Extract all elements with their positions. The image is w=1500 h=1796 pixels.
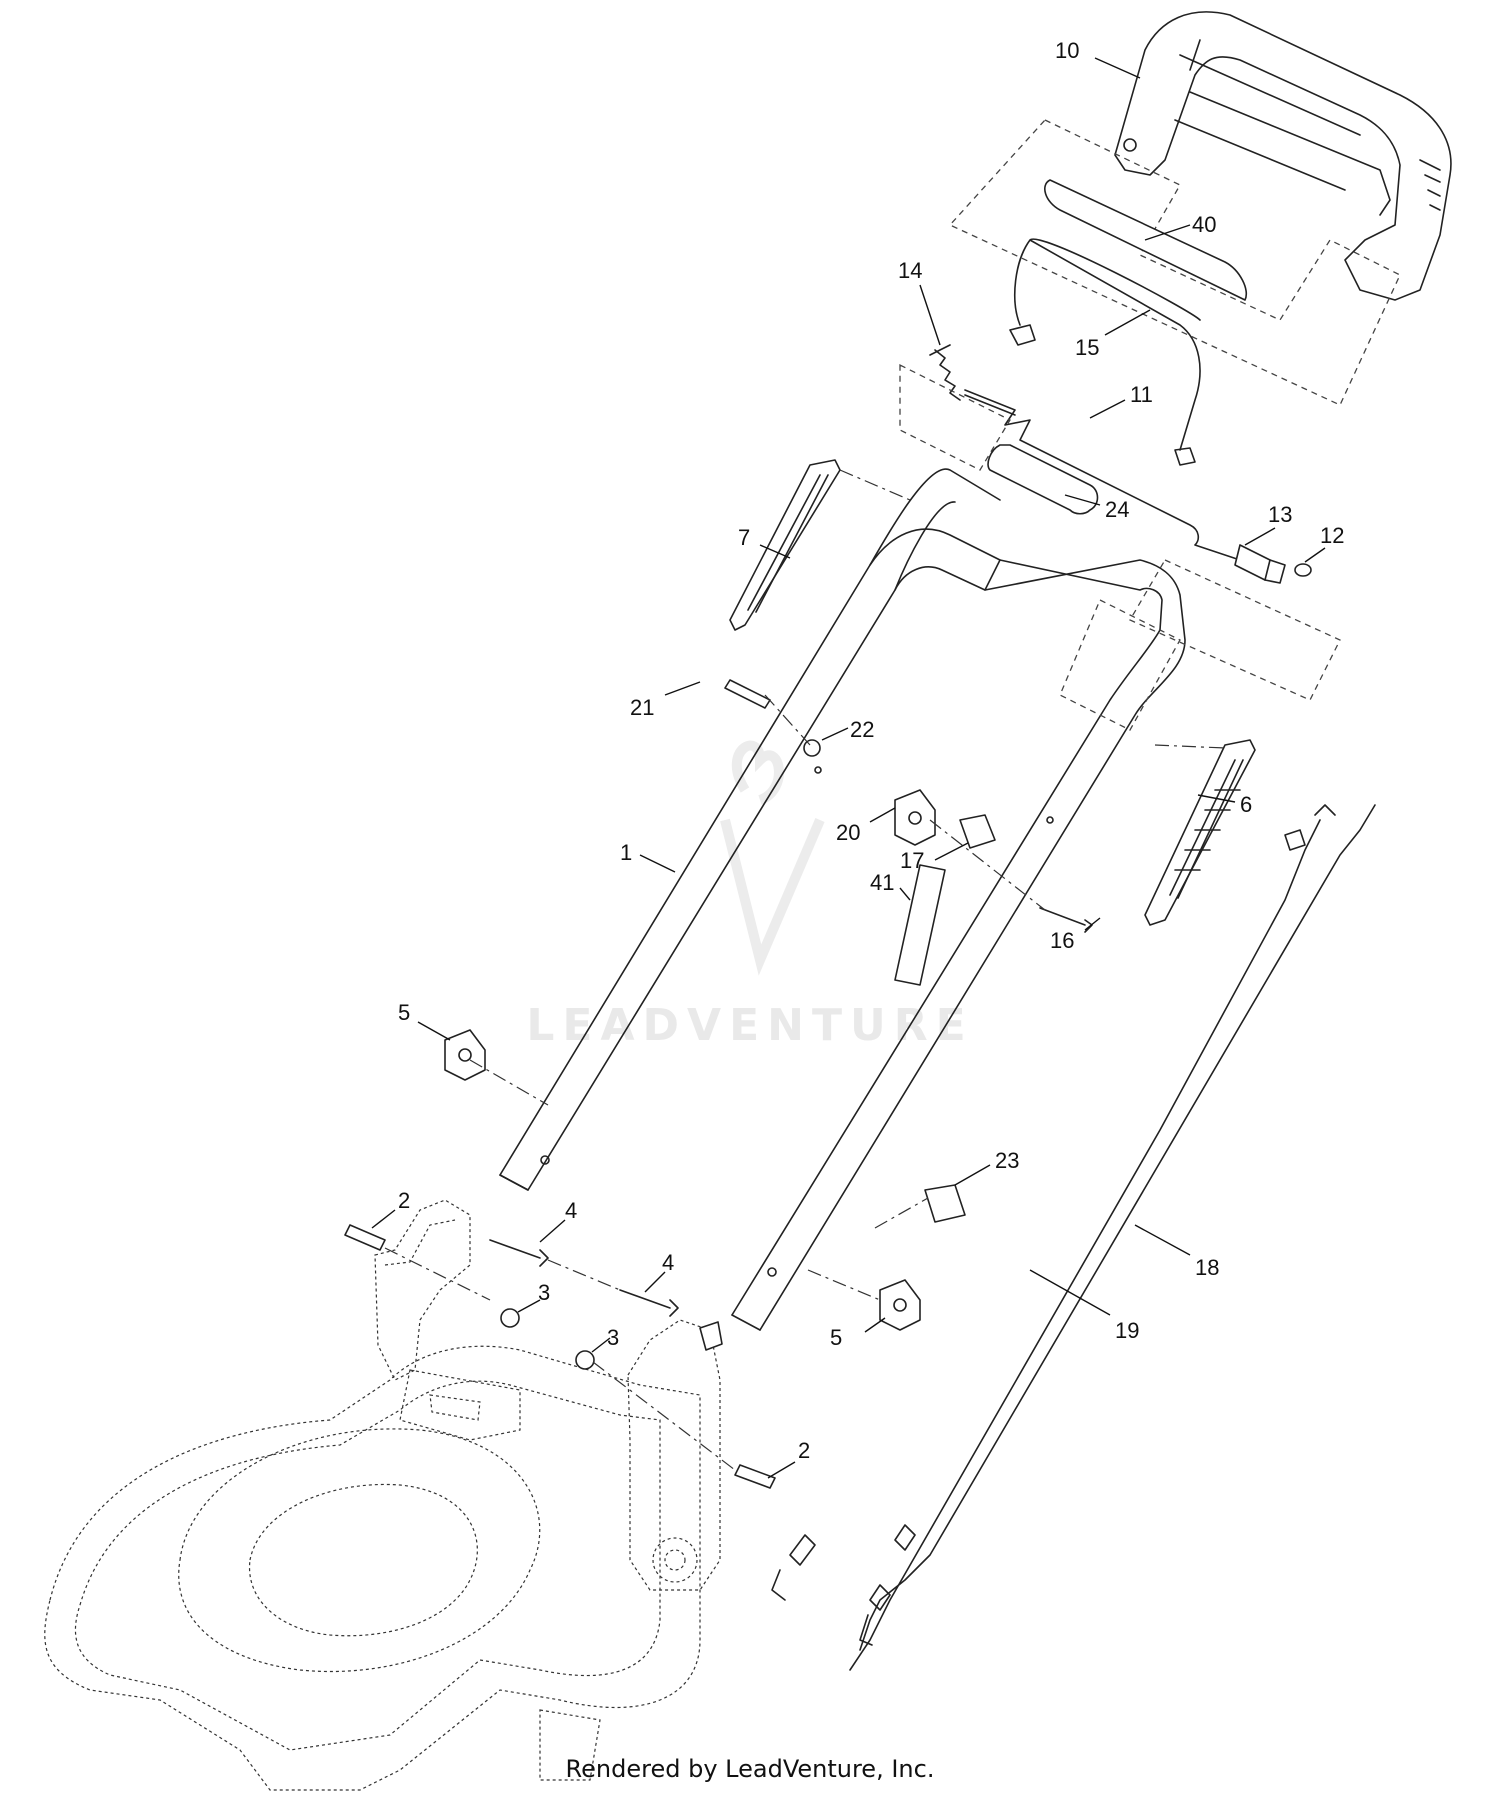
callout-14: 14 xyxy=(898,258,922,283)
phantom-box-right xyxy=(1129,559,1341,701)
callout-15: 15 xyxy=(1075,335,1099,360)
callout-2-right: 2 xyxy=(798,1438,810,1463)
callout-17: 17 xyxy=(900,848,924,873)
foam-grip xyxy=(987,444,1099,515)
nut-3-right xyxy=(575,1350,595,1370)
footer-credit: Rendered by LeadVenture, Inc. xyxy=(565,1755,935,1783)
handle-grip xyxy=(1114,11,1452,301)
callout-23: 23 xyxy=(995,1148,1019,1173)
upper-handle xyxy=(499,468,1186,1331)
callout-40: 40 xyxy=(1192,212,1216,237)
pin-2-right xyxy=(734,1464,776,1489)
alignment-lines xyxy=(384,469,1226,1471)
knob-5-right xyxy=(879,1279,921,1331)
callout-5-right: 5 xyxy=(830,1325,842,1350)
washer xyxy=(1294,563,1312,577)
watermark-text: LEADVENTURE xyxy=(526,1000,973,1051)
callout-16: 16 xyxy=(1050,928,1074,953)
callout-2-left: 2 xyxy=(398,1188,410,1213)
callout-4-right: 4 xyxy=(662,1250,674,1275)
hex-nut-22 xyxy=(803,739,821,757)
callout-18: 18 xyxy=(1195,1255,1219,1280)
mower-deck xyxy=(44,1345,701,1791)
callout-20: 20 xyxy=(836,820,860,845)
callout-5-left: 5 xyxy=(398,1000,410,1025)
callout-24: 24 xyxy=(1105,497,1129,522)
knob-20 xyxy=(894,789,936,846)
pin-2-left xyxy=(344,1224,386,1251)
callout-3-right: 3 xyxy=(607,1325,619,1350)
spring xyxy=(929,344,961,401)
callout-13: 13 xyxy=(1268,502,1292,527)
callout-1: 1 xyxy=(620,840,632,865)
callout-22: 22 xyxy=(850,717,874,742)
callout-12: 12 xyxy=(1320,523,1344,548)
callout-19: 19 xyxy=(1115,1318,1139,1343)
callouts: 10 40 14 15 11 24 13 12 7 21 22 6 20 17 … xyxy=(371,38,1344,1479)
nut-3-left xyxy=(500,1308,520,1328)
cable-18 xyxy=(859,804,1376,1651)
watermark-logo xyxy=(720,740,825,976)
bail-end-right xyxy=(1174,447,1196,466)
bail xyxy=(1014,238,1201,451)
watermark: LEADVENTURE xyxy=(526,740,973,1051)
bolt-4-left xyxy=(489,1239,549,1267)
clevis-pin xyxy=(724,679,771,709)
callout-11: 11 xyxy=(1130,382,1153,407)
bushing-17 xyxy=(959,814,996,849)
callout-10: 10 xyxy=(1055,38,1079,63)
callout-7: 7 xyxy=(738,525,750,550)
cable-end-19 xyxy=(771,1534,816,1601)
bushing-23 xyxy=(924,1184,966,1223)
cable-end-18 xyxy=(859,1584,891,1646)
callout-3-left: 3 xyxy=(538,1280,550,1305)
left-handle-bracket xyxy=(374,1199,471,1381)
bolt-4-right xyxy=(619,1289,679,1317)
phantom-box-mid xyxy=(899,363,1011,471)
callout-6: 6 xyxy=(1240,792,1252,817)
cable-19 xyxy=(849,819,1321,1671)
cable-connector xyxy=(1234,544,1271,581)
grip-pad xyxy=(894,864,946,986)
right-handle-bracket xyxy=(627,1319,723,1591)
phantom-box-upper xyxy=(948,119,1401,406)
callout-4-left: 4 xyxy=(565,1198,577,1223)
left-guide-rail xyxy=(729,459,841,631)
callout-21: 21 xyxy=(630,695,654,720)
knob-5-left xyxy=(444,1029,486,1081)
bail-end-left xyxy=(1009,324,1036,346)
control-rod xyxy=(964,389,1241,561)
phantom-box-lower-right xyxy=(1059,599,1181,731)
callout-41: 41 xyxy=(870,870,894,895)
